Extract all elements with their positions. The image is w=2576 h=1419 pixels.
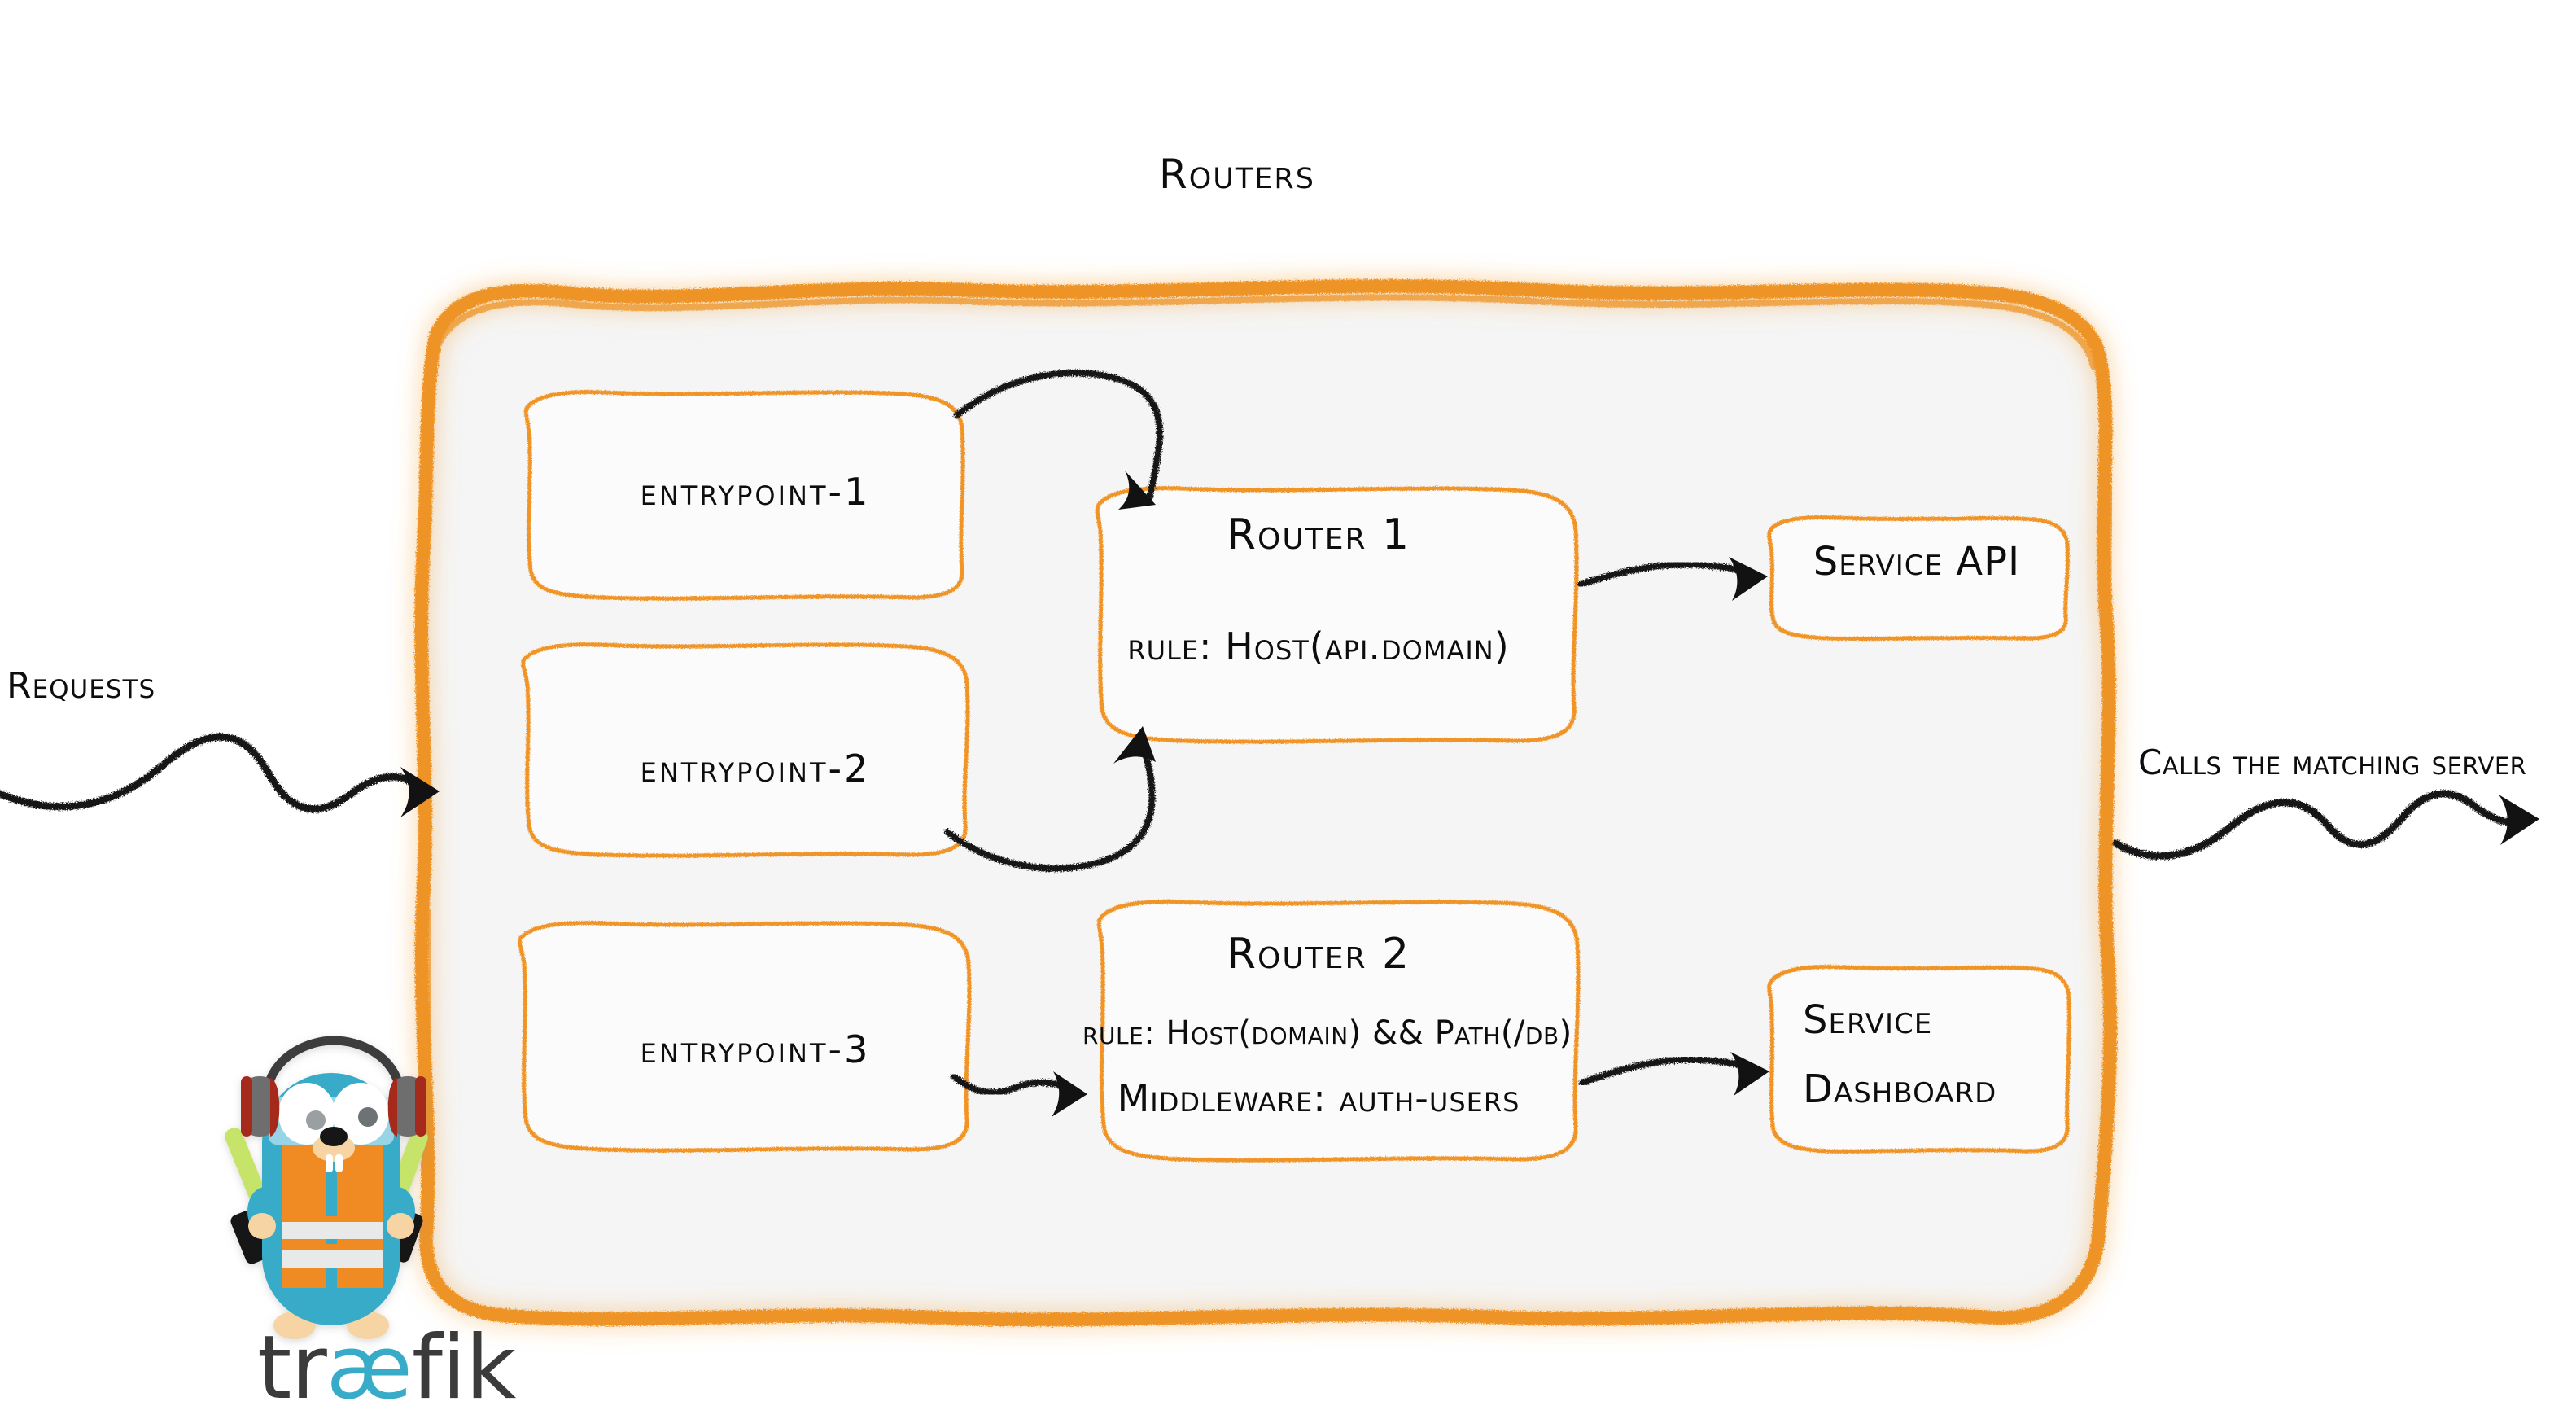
requests-label: Requests [7,665,156,707]
router-2-middleware: Middleware: auth-users [1117,1076,1520,1120]
traefik-wordmark: træfik [257,1317,517,1419]
page-title: Routers [1159,151,1315,198]
arrow-ep3-to-router2 [951,1071,1087,1117]
entrypoint-2-label: entrypoint-2 [640,747,871,791]
service-box-dashboard[interactable] [1767,965,2071,1154]
service-box-api[interactable] [1767,515,2070,642]
router-2-rule: rule: Host(domain) && Path(/db) [1082,1014,1572,1052]
arrow-ep2-to-router1 [944,726,1156,872]
service-dashboard-label-line2: Dashboard [1803,1066,1997,1112]
wordmark-ligature: æ [326,1317,413,1419]
wordmark-suffix: fik [411,1317,517,1419]
wordmark-prefix: tr [257,1317,327,1419]
router-1-title: Router 1 [1226,510,1411,559]
traefik-gopher-logo [225,1036,428,1339]
arrow-router2-to-service-dashboard [1579,1052,1769,1096]
calls-matching-server-label: Calls the matching server [2138,742,2527,782]
router-1-rule: rule: Host(api.domain) [1127,624,1510,668]
router-box-2[interactable] [1096,900,1581,1163]
entrypoint-box-3[interactable] [518,921,972,1153]
router-box-1[interactable] [1095,486,1579,744]
router-2-title: Router 2 [1226,930,1411,979]
arrow-calls-out [2112,790,2539,860]
service-api-label: Service API [1813,539,2021,585]
entrypoint-3-label: entrypoint-3 [640,1027,871,1071]
entrypoint-box-1[interactable] [523,390,965,601]
arrow-router1-to-service-api [1577,557,1768,601]
arrow-ep1-to-router1 [954,370,1163,510]
arrow-requests-in [0,733,440,817]
service-dashboard-label-line1: Service [1803,997,1933,1043]
entrypoint-1-label: entrypoint-1 [640,470,871,514]
